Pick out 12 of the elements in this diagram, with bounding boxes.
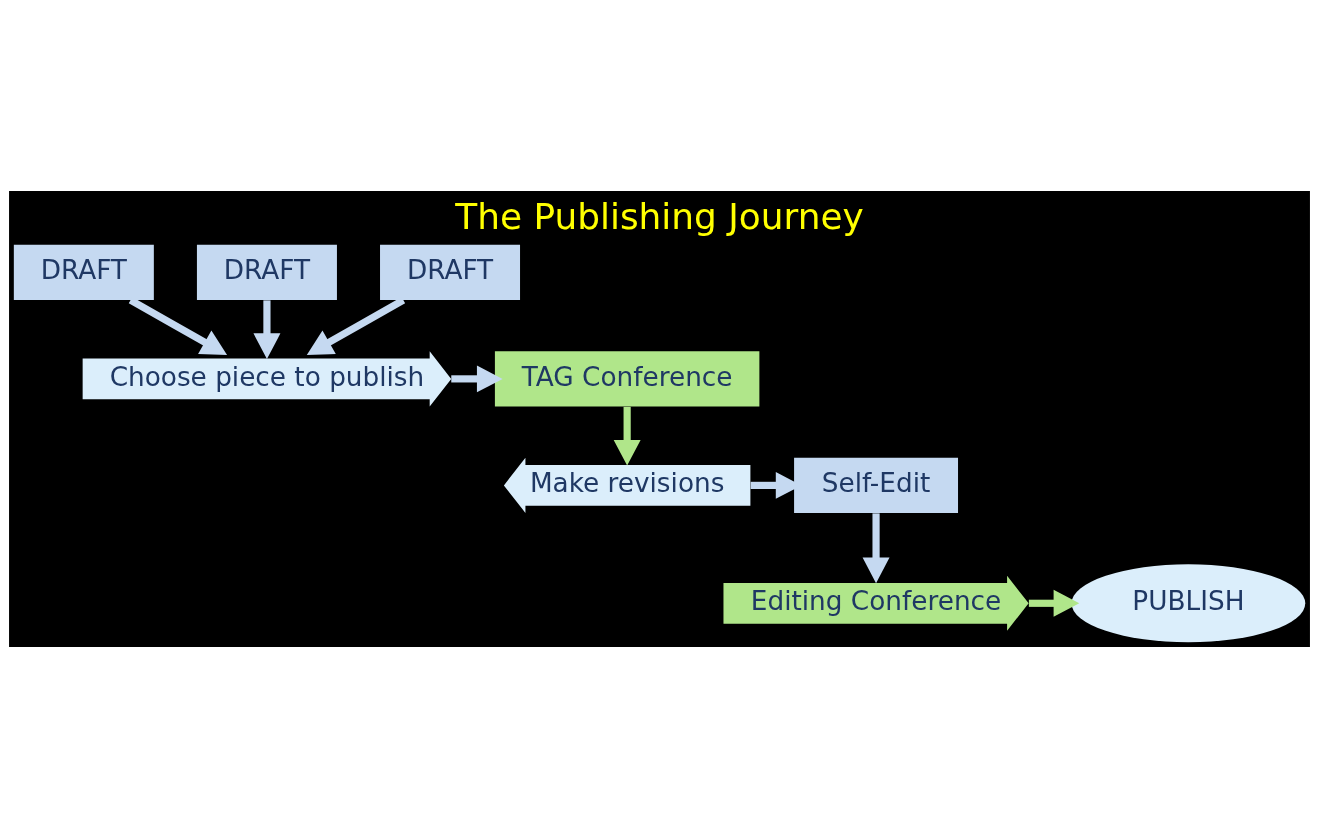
node-box: TAG Conference: [494, 350, 760, 406]
arrow: [613, 406, 641, 466]
diagram-title: The Publishing Journey: [455, 195, 864, 237]
arrow: [1028, 589, 1080, 617]
node-box: DRAFT: [380, 244, 521, 300]
node-box: Self-Edit: [794, 457, 959, 513]
node-box: DRAFT: [13, 244, 154, 300]
arrow: [862, 512, 890, 583]
node-box: DRAFT: [196, 244, 337, 300]
arrow: [451, 364, 503, 392]
node-ellipse: PUBLISH: [1071, 563, 1306, 642]
arrow: [253, 299, 281, 359]
